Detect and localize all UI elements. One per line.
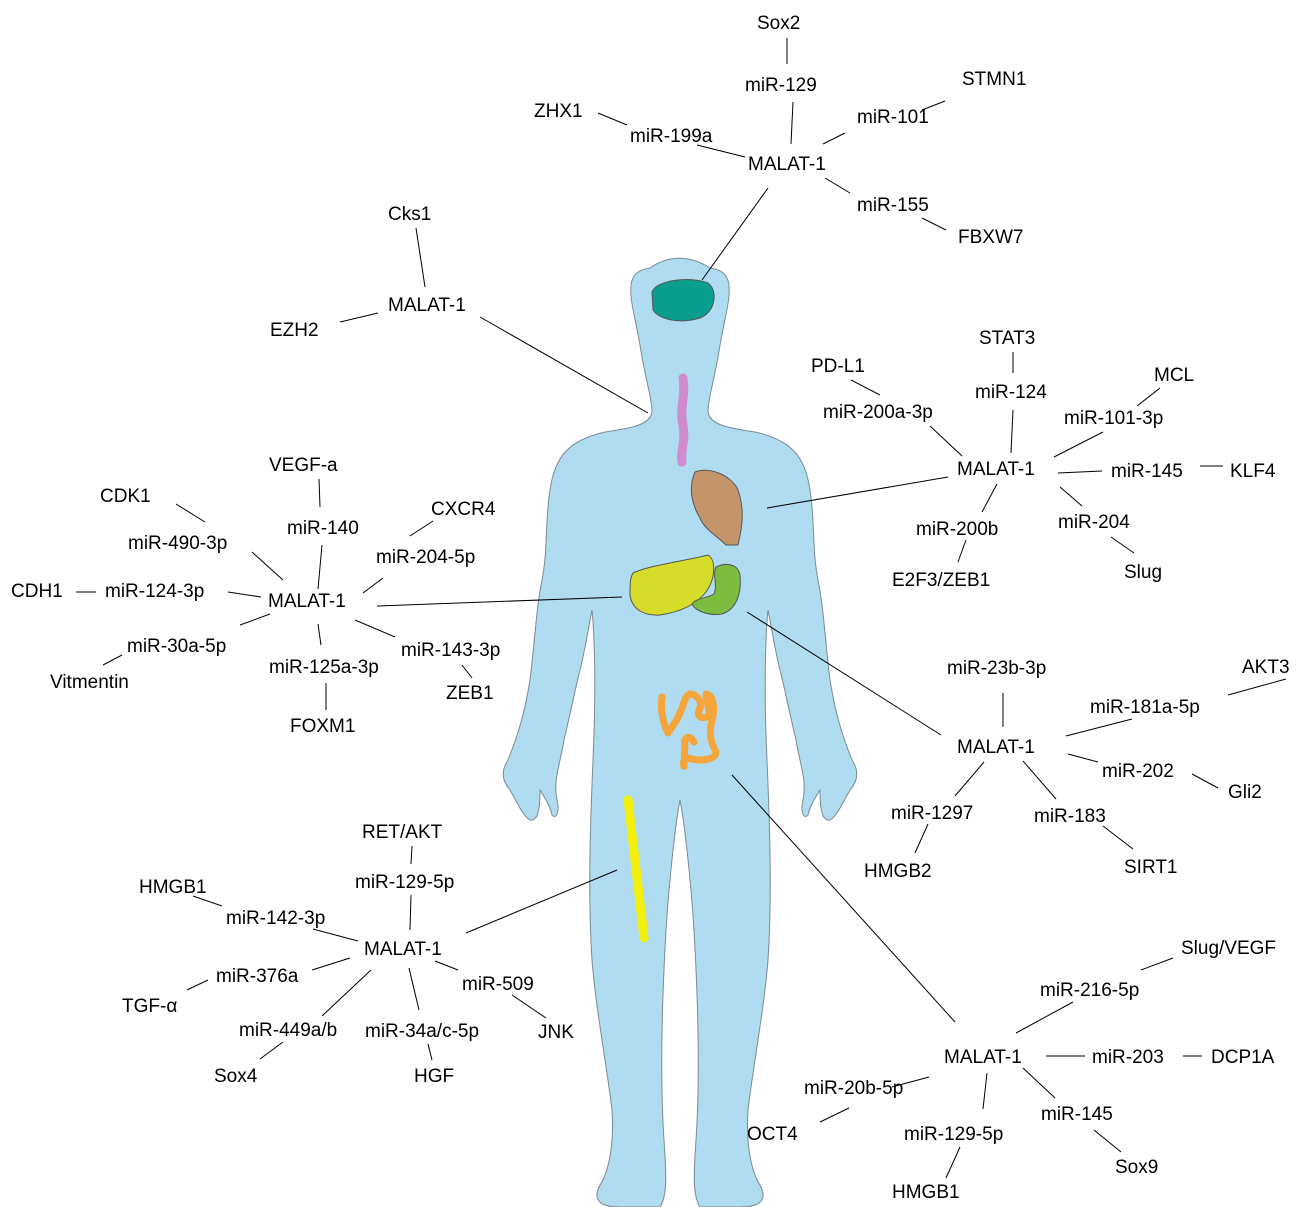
target-label: Slug bbox=[1124, 562, 1162, 583]
mirna-label: miR-199a bbox=[630, 126, 713, 147]
mirna-label: miR-490-3p bbox=[128, 533, 227, 554]
hub-label: MALAT-1 bbox=[957, 459, 1035, 480]
mirna-label: miR-143-3p bbox=[401, 640, 500, 661]
target-label: CDK1 bbox=[100, 486, 151, 507]
target-label: FBXW7 bbox=[958, 227, 1023, 248]
mirna-label: miR-181a-5p bbox=[1090, 697, 1200, 718]
mirna-label: miR-155 bbox=[857, 195, 929, 216]
esophagus-organ bbox=[682, 378, 684, 462]
mirna-label: miR-124-3p bbox=[105, 581, 204, 602]
brain-organ bbox=[652, 280, 714, 321]
target-label: STMN1 bbox=[962, 69, 1026, 90]
target-label: AKT3 bbox=[1242, 657, 1290, 678]
mirna-label: miR-129-5p bbox=[904, 1124, 1003, 1145]
cluster-lung: MALAT-1 miR-124 STAT3 miR-200a-3p PD-L1 … bbox=[811, 328, 1276, 591]
mirna-label: miR-200a-3p bbox=[823, 402, 933, 423]
target-label: TGF-α bbox=[122, 996, 177, 1017]
target-label: KLF4 bbox=[1230, 461, 1276, 482]
cluster-bone: MALAT-1 miR-129-5p RET/AKT miR-142-3p HM… bbox=[122, 822, 574, 1087]
target-label: RET/AKT bbox=[362, 822, 443, 843]
mirna-label: miR-101-3p bbox=[1064, 408, 1163, 429]
target-label: CDH1 bbox=[11, 581, 63, 602]
target-label: HMGB2 bbox=[864, 861, 932, 882]
target-label: Sox4 bbox=[214, 1066, 258, 1087]
hub-label: MALAT-1 bbox=[957, 737, 1035, 758]
mirna-label: miR-145 bbox=[1041, 1104, 1113, 1125]
hub-label: MALAT-1 bbox=[364, 939, 442, 960]
mirna-label: miR-140 bbox=[287, 518, 359, 539]
target-label: CXCR4 bbox=[431, 499, 496, 520]
target-label: MCL bbox=[1154, 365, 1194, 386]
target-label: Cks1 bbox=[388, 204, 431, 225]
target-label: ZHX1 bbox=[534, 101, 583, 122]
target-label: DCP1A bbox=[1211, 1047, 1275, 1068]
mirna-label: miR-203 bbox=[1092, 1047, 1164, 1068]
mirna-label: miR-376a bbox=[216, 966, 299, 987]
target-label: STAT3 bbox=[979, 328, 1035, 349]
mirna-label: miR-125a-3p bbox=[269, 657, 379, 678]
hub-label: MALAT-1 bbox=[388, 295, 466, 316]
target-label: SIRT1 bbox=[1124, 857, 1178, 878]
target-label: ZEB1 bbox=[446, 683, 494, 704]
mirna-label: miR-202 bbox=[1102, 761, 1174, 782]
mirna-label: miR-34a/c-5p bbox=[365, 1021, 479, 1042]
mirna-label: miR-101 bbox=[857, 107, 929, 128]
target-label: Sox9 bbox=[1115, 1157, 1158, 1178]
target-label: E2F3/ZEB1 bbox=[892, 570, 990, 591]
mirna-label: miR-124 bbox=[975, 382, 1047, 403]
target-label: JNK bbox=[538, 1022, 574, 1043]
cluster-brain: MALAT-1 miR-129 Sox2 miR-101 STMN1 miR-1… bbox=[534, 13, 1026, 248]
mirna-label: miR-183 bbox=[1034, 806, 1106, 827]
mirna-label: miR-129-5p bbox=[355, 872, 454, 893]
cluster-intestine: MALAT-1 miR-216-5p Slug/VEGF miR-203 DCP… bbox=[747, 938, 1276, 1203]
mirna-label: miR-23b-3p bbox=[947, 658, 1046, 679]
target-label: Slug/VEGF bbox=[1181, 938, 1276, 959]
mirna-label: miR-142-3p bbox=[226, 908, 325, 929]
target-label: EZH2 bbox=[270, 320, 319, 341]
hub-label: MALAT-1 bbox=[748, 154, 826, 175]
hub-label: MALAT-1 bbox=[944, 1047, 1022, 1068]
target-label: HMGB1 bbox=[139, 877, 207, 898]
mirna-label: miR-1297 bbox=[891, 803, 973, 824]
target-label: HGF bbox=[414, 1066, 454, 1087]
target-label: Vitmentin bbox=[50, 672, 129, 693]
mirna-label: miR-129 bbox=[745, 75, 817, 96]
mirna-label: miR-216-5p bbox=[1040, 980, 1139, 1001]
target-label: Sox2 bbox=[757, 13, 800, 34]
mirna-label: miR-20b-5p bbox=[804, 1078, 903, 1099]
target-label: PD-L1 bbox=[811, 356, 865, 377]
cluster-esophagus: MALAT-1 Cks1 EZH2 bbox=[270, 204, 466, 341]
mirna-label: miR-204 bbox=[1058, 512, 1130, 533]
mirna-label: miR-30a-5p bbox=[127, 636, 226, 657]
target-label: HMGB1 bbox=[892, 1182, 960, 1203]
target-label: FOXM1 bbox=[290, 716, 355, 737]
target-label: OCT4 bbox=[747, 1124, 798, 1145]
hub-label: MALAT-1 bbox=[268, 591, 346, 612]
mirna-label: miR-200b bbox=[916, 519, 998, 540]
mirna-label: miR-509 bbox=[462, 974, 534, 995]
target-label: VEGF-a bbox=[269, 455, 338, 476]
mirna-label: miR-204-5p bbox=[376, 547, 475, 568]
target-label: Gli2 bbox=[1228, 782, 1262, 803]
mirna-label: miR-145 bbox=[1111, 461, 1183, 482]
cluster-stomach: MALAT-1 miR-23b-3p miR-181a-5p AKT3 miR-… bbox=[864, 657, 1290, 882]
mirna-label: miR-449a/b bbox=[239, 1020, 337, 1041]
